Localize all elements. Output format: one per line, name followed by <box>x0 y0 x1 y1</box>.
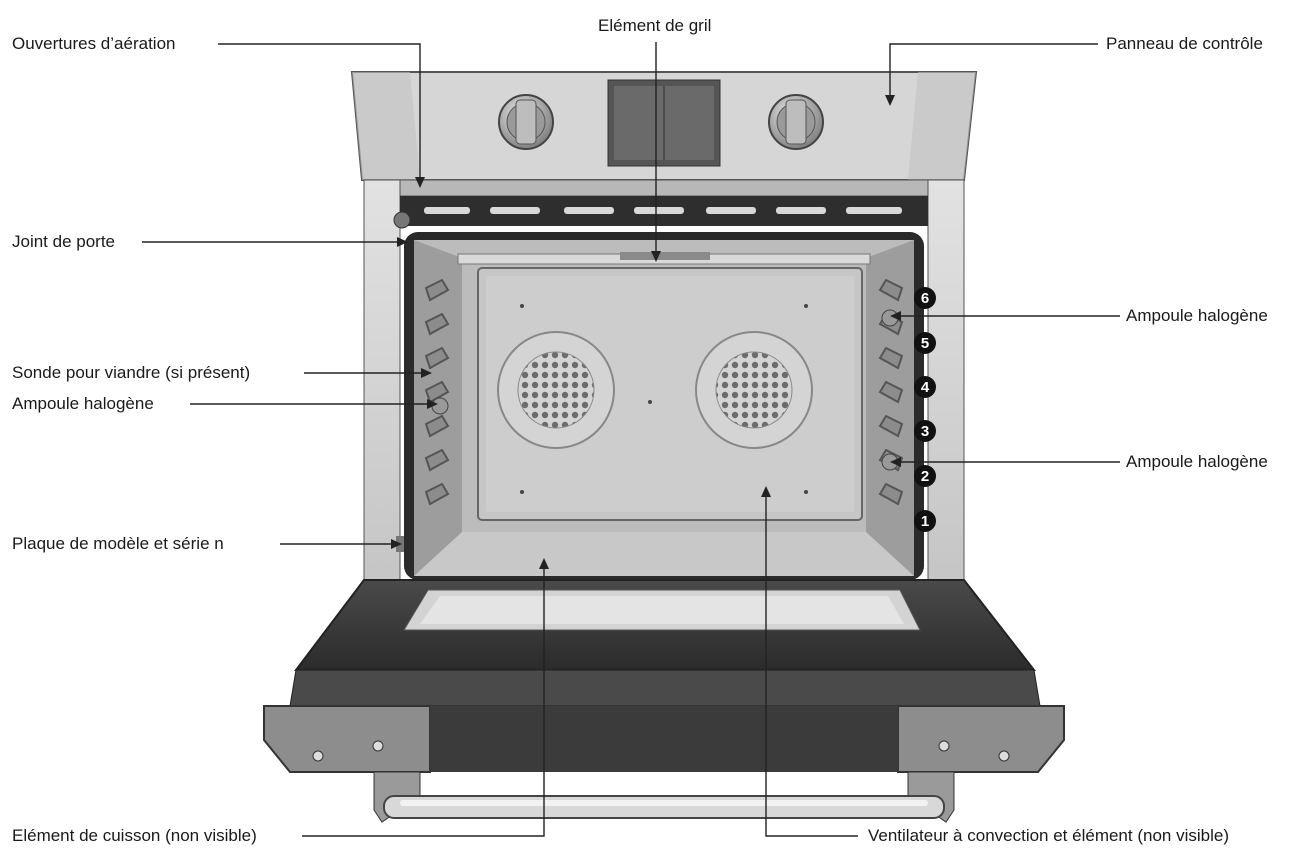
label-bake-element: Elément de cuisson (non visible) <box>12 826 257 845</box>
rack-badge-5: 5 <box>914 332 936 354</box>
leader-lines <box>142 42 1120 837</box>
leader-control-panel <box>889 43 1098 104</box>
label-model-plate: Plaque de modèle et série n <box>12 534 224 553</box>
svg-text:5: 5 <box>921 335 929 352</box>
leader-vents <box>218 43 421 186</box>
rack-position-badges: 6 5 4 3 2 1 <box>914 287 936 532</box>
svg-text:2: 2 <box>921 468 929 485</box>
leader-convection <box>765 490 858 837</box>
rack-badge-4: 4 <box>914 376 936 398</box>
control-panel <box>350 71 978 181</box>
oven-door <box>263 579 1065 823</box>
label-control-panel: Panneau de contrôle <box>1106 34 1263 53</box>
back-panel <box>477 267 863 521</box>
svg-text:1: 1 <box>921 513 929 530</box>
label-vents: Ouvertures d’aération <box>12 34 176 53</box>
svg-text:3: 3 <box>921 423 929 440</box>
leader-arrowheads <box>391 95 901 569</box>
svg-text:6: 6 <box>921 290 929 307</box>
vent-slots <box>424 207 902 214</box>
halogen-light-left <box>431 397 449 415</box>
left-knob <box>498 94 554 150</box>
label-halogen-left: Ampoule halogène <box>12 394 154 413</box>
svg-text:4: 4 <box>921 379 930 396</box>
rack-badge-6: 6 <box>914 287 936 309</box>
left-rack-supports <box>424 278 450 506</box>
label-halogen-right-bottom: Ampoule halogène <box>1126 452 1268 471</box>
label-convection: Ventilateur à convection et élément (non… <box>868 826 1229 845</box>
right-knob <box>768 94 824 150</box>
label-meat-probe: Sonde pour viandre (si présent) <box>12 363 251 382</box>
rack-badge-2: 2 <box>914 465 936 487</box>
door-handle <box>373 771 955 823</box>
label-halogen-right-top: Ampoule halogène <box>1126 306 1268 325</box>
label-door-gasket: Joint de porte <box>12 232 116 251</box>
leader-bake-element <box>302 562 545 837</box>
oven-body <box>363 179 965 601</box>
label-broil-element: Elément de gril <box>598 16 712 35</box>
rack-badge-3: 3 <box>914 420 936 442</box>
rack-badge-1: 1 <box>914 510 936 532</box>
